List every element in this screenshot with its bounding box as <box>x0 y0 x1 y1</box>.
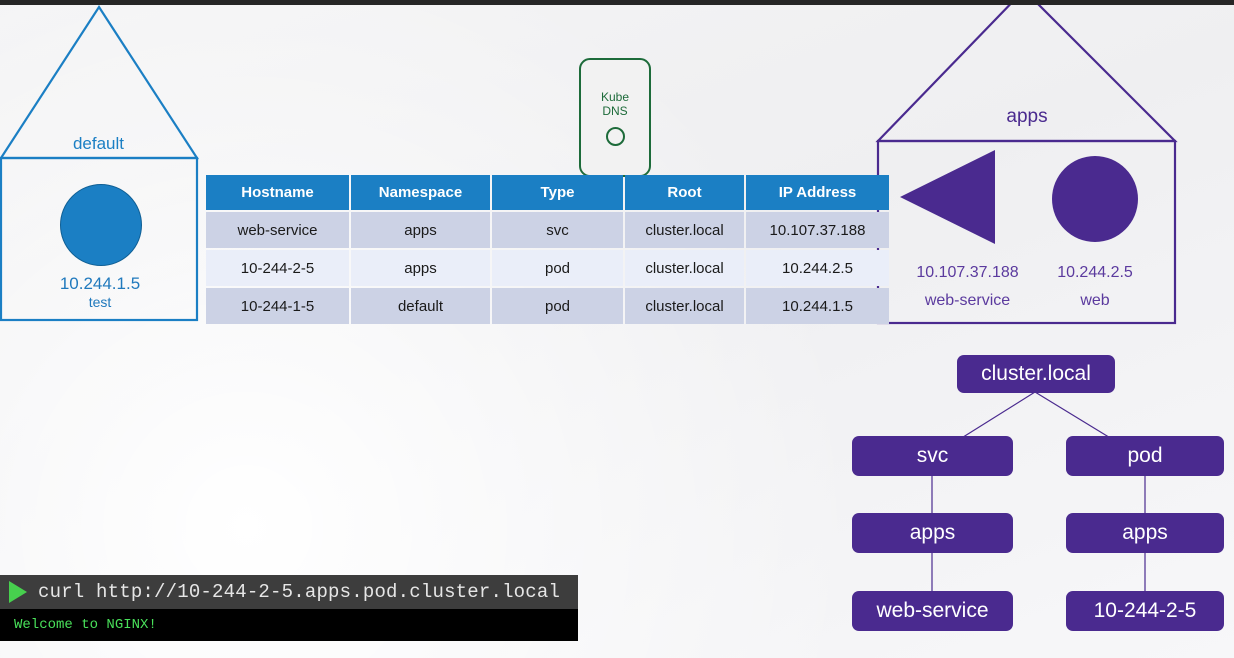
tree-node-pod-apps[interactable]: apps <box>1066 513 1224 553</box>
table-header-type: Type <box>492 175 623 210</box>
terminal-command-bar[interactable]: curl http://10-244-2-5.apps.pod.cluster.… <box>0 575 578 609</box>
cell-hostname: web-service <box>206 212 349 248</box>
kube-dns-box: Kube DNS <box>579 58 651 177</box>
pod-shape-web <box>1052 156 1138 242</box>
house-outline-default <box>0 4 200 322</box>
dns-records-table: Hostname Namespace Type Root IP Address … <box>204 173 891 326</box>
pod-name-test: test <box>88 294 112 310</box>
dns-name-tree: cluster.local svc apps web-service pod a… <box>840 345 1234 645</box>
kube-dns-label-line2: DNS <box>602 103 628 118</box>
table-row: web-service apps svc cluster.local 10.10… <box>206 212 889 248</box>
cell-ip: 10.107.37.188 <box>746 212 889 248</box>
cell-hostname: 10-244-2-5 <box>206 250 349 286</box>
pod-shape-test <box>60 184 142 266</box>
table-header-namespace: Namespace <box>351 175 490 210</box>
table-row: 10-244-2-5 apps pod cluster.local 10.244… <box>206 250 889 286</box>
cell-namespace: default <box>351 288 490 324</box>
tree-node-svc[interactable]: svc <box>852 436 1013 476</box>
table-header-root: Root <box>625 175 744 210</box>
kube-dns-circle-icon <box>605 126 625 146</box>
service-ip-web-service: 10.107.37.188 <box>916 264 1019 281</box>
cell-hostname: 10-244-1-5 <box>206 288 349 324</box>
table-header-hostname: Hostname <box>206 175 349 210</box>
tree-node-svc-apps[interactable]: apps <box>852 513 1013 553</box>
pod-name-web: web <box>1080 292 1110 309</box>
terminal-command-text: curl http://10-244-2-5.apps.pod.cluster.… <box>38 581 561 603</box>
table-row: 10-244-1-5 default pod cluster.local 10.… <box>206 288 889 324</box>
service-shape-web-service <box>900 150 995 244</box>
table-header-row: Hostname Namespace Type Root IP Address <box>206 175 889 210</box>
play-icon[interactable] <box>9 581 27 603</box>
namespace-label-default: default <box>72 134 125 153</box>
cell-namespace: apps <box>351 250 490 286</box>
cell-root: cluster.local <box>625 212 744 248</box>
cell-ip: 10.244.2.5 <box>746 250 889 286</box>
kube-dns-label-line1: Kube <box>600 89 630 104</box>
namespace-label-apps: apps <box>1006 106 1048 127</box>
cell-namespace: apps <box>351 212 490 248</box>
service-name-web-service: web-service <box>924 292 1011 309</box>
cell-type: pod <box>492 250 623 286</box>
cell-type: pod <box>492 288 623 324</box>
tree-node-root[interactable]: cluster.local <box>957 355 1115 393</box>
tree-node-pod[interactable]: pod <box>1066 436 1224 476</box>
pod-ip-web: 10.244.2.5 <box>1057 264 1133 281</box>
namespace-house-default: default 10.244.1.5 test <box>0 0 200 325</box>
terminal-output-text: Welcome to NGINX! <box>14 617 157 633</box>
pod-ip-test: 10.244.1.5 <box>59 274 141 293</box>
tree-node-pod-10-244-2-5[interactable]: 10-244-2-5 <box>1066 591 1224 631</box>
cell-root: cluster.local <box>625 250 744 286</box>
top-edge-bar <box>0 0 1234 5</box>
cell-root: cluster.local <box>625 288 744 324</box>
tree-node-svc-web-service[interactable]: web-service <box>852 591 1013 631</box>
tree-connector-lines <box>931 391 1146 593</box>
cell-ip: 10.244.1.5 <box>746 288 889 324</box>
terminal-window: curl http://10-244-2-5.apps.pod.cluster.… <box>0 575 578 641</box>
cell-type: svc <box>492 212 623 248</box>
table-header-ip-address: IP Address <box>746 175 889 210</box>
terminal-output-area: Welcome to NGINX! <box>0 609 578 641</box>
